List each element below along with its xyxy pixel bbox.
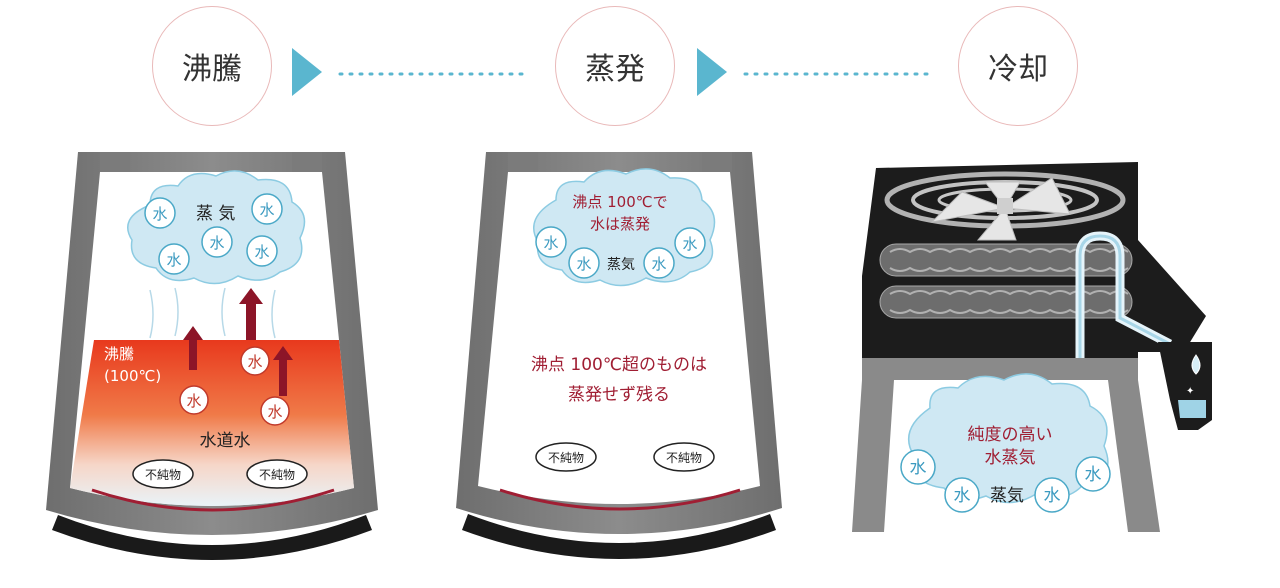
impurity-label: 不純物 <box>666 451 702 465</box>
water-molecule: 水 <box>954 486 971 506</box>
water-molecule: 水 <box>682 235 697 253</box>
water-molecule: 水 <box>1044 486 1061 506</box>
panel-evaporation: 沸点 100℃で 水は蒸発 水 水 水 水 蒸気 沸点 100℃超のものは 蒸発… <box>456 152 782 559</box>
svg-text:✦: ✦ <box>1186 386 1194 397</box>
panel-cooling: ✦ 純度の高い 水蒸気 水 水 水 水 蒸気 <box>852 162 1212 532</box>
step-boiling-circle: 沸騰 <box>152 6 272 126</box>
panel1-boiling-temp: (100℃) <box>104 367 161 385</box>
water-molecule: 水 <box>576 255 591 273</box>
water-molecule: 水 <box>209 234 224 252</box>
panel1-cloud-steam: 蒸 気 <box>196 204 235 224</box>
panel3-cloud-line2: 水蒸気 <box>985 448 1036 468</box>
panel1-boiling-label: 沸騰 <box>104 345 134 363</box>
panel2-note-line2: 蒸発せず残る <box>568 385 670 405</box>
impurity-label: 不純物 <box>548 451 584 465</box>
water-molecule: 水 <box>1085 465 1102 485</box>
step-boiling-label: 沸騰 <box>182 52 242 87</box>
panel2-cloud-line1: 沸点 100℃で <box>572 193 667 211</box>
panel2-cloud-steam: 蒸気 <box>607 257 635 273</box>
impurity-label: 不純物 <box>145 468 181 482</box>
water-molecule: 水 <box>247 353 262 371</box>
water-molecule: 水 <box>152 205 167 223</box>
water-molecule: 水 <box>543 234 558 252</box>
panel2-note-line1: 沸点 100℃超のものは <box>531 355 707 375</box>
panel3-cloud-steam: 蒸気 <box>990 486 1024 506</box>
panel3-cloud-line1: 純度の高い <box>968 425 1053 445</box>
water-molecule: 水 <box>186 392 201 410</box>
water-molecule: 水 <box>254 243 269 261</box>
step-cooling-circle: 冷却 <box>958 6 1078 126</box>
water-molecule: 水 <box>267 403 282 421</box>
step-cooling-label: 冷却 <box>988 52 1048 87</box>
panel-boiling: 蒸 気 水 水 水 水 水 水 水 水 沸騰 (100℃) <box>46 152 378 560</box>
impurity-label: 不純物 <box>259 468 295 482</box>
arrow-1 <box>292 48 532 96</box>
step-evaporation-circle: 蒸発 <box>555 6 675 126</box>
water-molecule: 水 <box>910 458 927 478</box>
arrow-2 <box>697 48 937 96</box>
panel1-tap-water: 水道水 <box>200 431 251 451</box>
water-molecule: 水 <box>651 255 666 273</box>
water-molecule: 水 <box>166 251 181 269</box>
panel2-cloud-line2: 水は蒸発 <box>590 215 650 233</box>
water-molecule: 水 <box>259 201 274 219</box>
step-evaporation-label: 蒸発 <box>585 52 645 87</box>
